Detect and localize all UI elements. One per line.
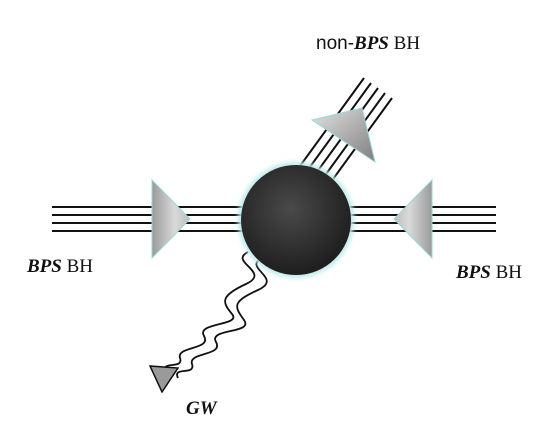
left-bps-label: BPS BH <box>27 256 94 277</box>
gw-arrow-icon <box>148 365 180 394</box>
right-arrow-icon <box>393 178 433 260</box>
gw-label: GW <box>186 398 217 419</box>
left-bps-bundle <box>52 206 248 232</box>
non-bps-label: non-BPS BH <box>316 33 421 54</box>
left-arrow-icon <box>151 178 191 260</box>
right-bps-label: BPS BH <box>456 262 523 283</box>
gw-wave <box>164 251 268 379</box>
interaction-blob <box>241 165 351 275</box>
non-bps-arrow-icon <box>310 107 376 164</box>
